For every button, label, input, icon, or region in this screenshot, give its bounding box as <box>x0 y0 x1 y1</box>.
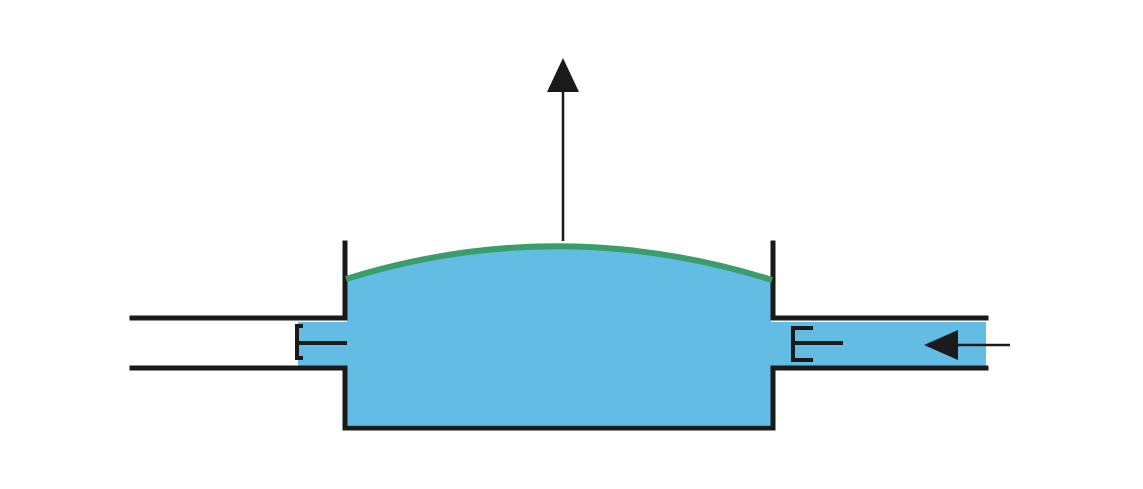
fluid-body <box>298 246 986 425</box>
chamber-left-wall-lower <box>342 365 776 431</box>
membrane <box>345 243 773 283</box>
up-arrow-icon <box>547 58 579 241</box>
outlet-pipe <box>129 315 348 371</box>
left-arrow-icon <box>924 330 1010 360</box>
chamber-fluid <box>347 246 771 425</box>
inlet-pipe <box>770 315 989 371</box>
outlet-valve <box>295 324 347 360</box>
chamber <box>342 240 776 431</box>
inlet-valve <box>791 326 843 362</box>
